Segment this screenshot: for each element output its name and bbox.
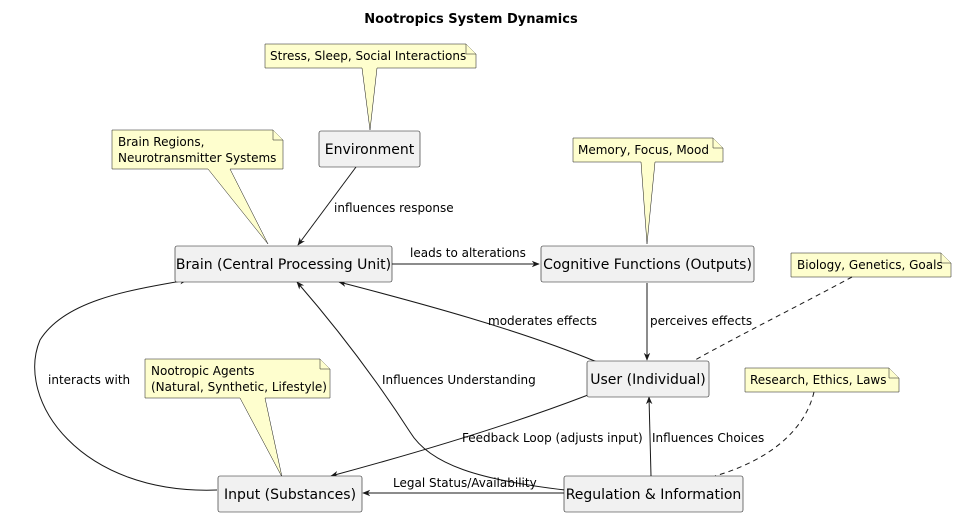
note-brain: Brain Regions, Neurotransmitter Systems: [111, 129, 284, 245]
node-brain[interactable]: Brain (Central Processing Unit): [174, 245, 393, 283]
node-regulation[interactable]: Regulation & Information: [563, 475, 744, 513]
node-input[interactable]: Input (Substances): [217, 475, 363, 513]
edge-label-reg-user: Influences Choices: [652, 431, 764, 445]
note-environment-line-1: Stress, Sleep, Social Interactions: [270, 49, 466, 63]
note-input-line-1: Nootropic Agents: [151, 364, 255, 378]
edge-label-reg-brain: Influences Understanding: [382, 373, 536, 387]
node-environment[interactable]: Environment: [318, 130, 421, 168]
note-cognitive: Memory, Focus, Mood: [572, 137, 724, 245]
edge-regulation-brain: [296, 281, 566, 491]
edge-input-brain: [34, 278, 218, 491]
note-brain-line-1: Brain Regions,: [118, 135, 204, 149]
edge-label-user-brain: moderates effects: [488, 314, 597, 328]
edge-label-input-brain: interacts with: [48, 373, 130, 387]
edge-environment-brain: [297, 166, 357, 246]
node-user-label: User (Individual): [590, 372, 705, 388]
node-user[interactable]: User (Individual): [586, 360, 710, 398]
node-cognitive-label: Cognitive Functions (Outputs): [543, 257, 752, 273]
edge-label-reg-input: Legal Status/Availability: [393, 476, 537, 490]
node-input-label: Input (Substances): [224, 487, 356, 503]
note-cognitive-line-1: Memory, Focus, Mood: [578, 143, 709, 157]
note-regulation-line-1: Research, Ethics, Laws: [750, 373, 886, 387]
note-input-line-2: (Natural, Synthetic, Lifestyle): [151, 380, 327, 394]
note-regulation: Research, Ethics, Laws: [744, 367, 900, 393]
edge-regulation-user: [645, 396, 653, 477]
note-user-connector: [694, 276, 853, 361]
node-cognitive[interactable]: Cognitive Functions (Outputs): [540, 245, 755, 283]
node-brain-label: Brain (Central Processing Unit): [176, 257, 391, 273]
edge-label-cog-user: perceives effects: [650, 314, 752, 328]
note-input: Nootropic Agents (Natural, Synthetic, Li…: [144, 358, 331, 478]
edge-label-user-input: Feedback Loop (adjusts input): [462, 431, 643, 445]
diagram-title: Nootropics System Dynamics: [364, 12, 578, 27]
edge-label-brain-cog: leads to alterations: [410, 246, 526, 260]
node-regulation-label: Regulation & Information: [566, 487, 742, 503]
note-user-line-1: Biology, Genetics, Goals: [797, 258, 943, 272]
note-user: Biology, Genetics, Goals: [790, 252, 952, 278]
note-brain-line-2: Neurotransmitter Systems: [118, 151, 276, 165]
edge-label-env-brain: influences response: [334, 201, 454, 215]
edge-user-input: [330, 394, 589, 478]
edge-user-brain: [338, 280, 598, 363]
note-environment: Stress, Sleep, Social Interactions: [264, 43, 477, 131]
node-environment-label: Environment: [325, 142, 415, 158]
note-regulation-connector: [714, 391, 815, 477]
